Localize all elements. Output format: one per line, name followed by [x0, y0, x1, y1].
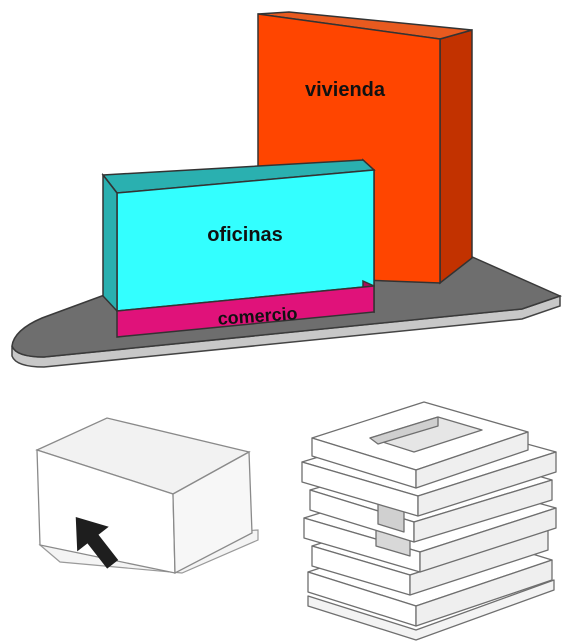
- box-side-face: [172, 450, 253, 575]
- entry-arrow-icon: [75, 516, 119, 569]
- slab-top-ring-side: [415, 431, 529, 489]
- slab-3-side: [419, 507, 557, 573]
- residential-label: vivienda: [305, 79, 386, 101]
- courtyard-inner-wall: [369, 416, 439, 445]
- arrow-shape: [75, 516, 119, 569]
- slab-4-side: [413, 479, 553, 543]
- offices-block: oficinas comercio: [101, 158, 376, 338]
- offices-left-face: [102, 172, 118, 313]
- commerce-front-face: [116, 285, 375, 338]
- slab-5-side: [417, 451, 557, 517]
- slab-1-side: [415, 559, 553, 627]
- residential-side-face: [439, 29, 473, 285]
- slab-base: [307, 579, 555, 641]
- simple-box-massing: [35, 417, 259, 575]
- offices-label: oficinas: [207, 224, 283, 246]
- program-massing: vivienda oficinas comercio: [11, 11, 563, 368]
- stacked-slabs-massing: [301, 401, 557, 641]
